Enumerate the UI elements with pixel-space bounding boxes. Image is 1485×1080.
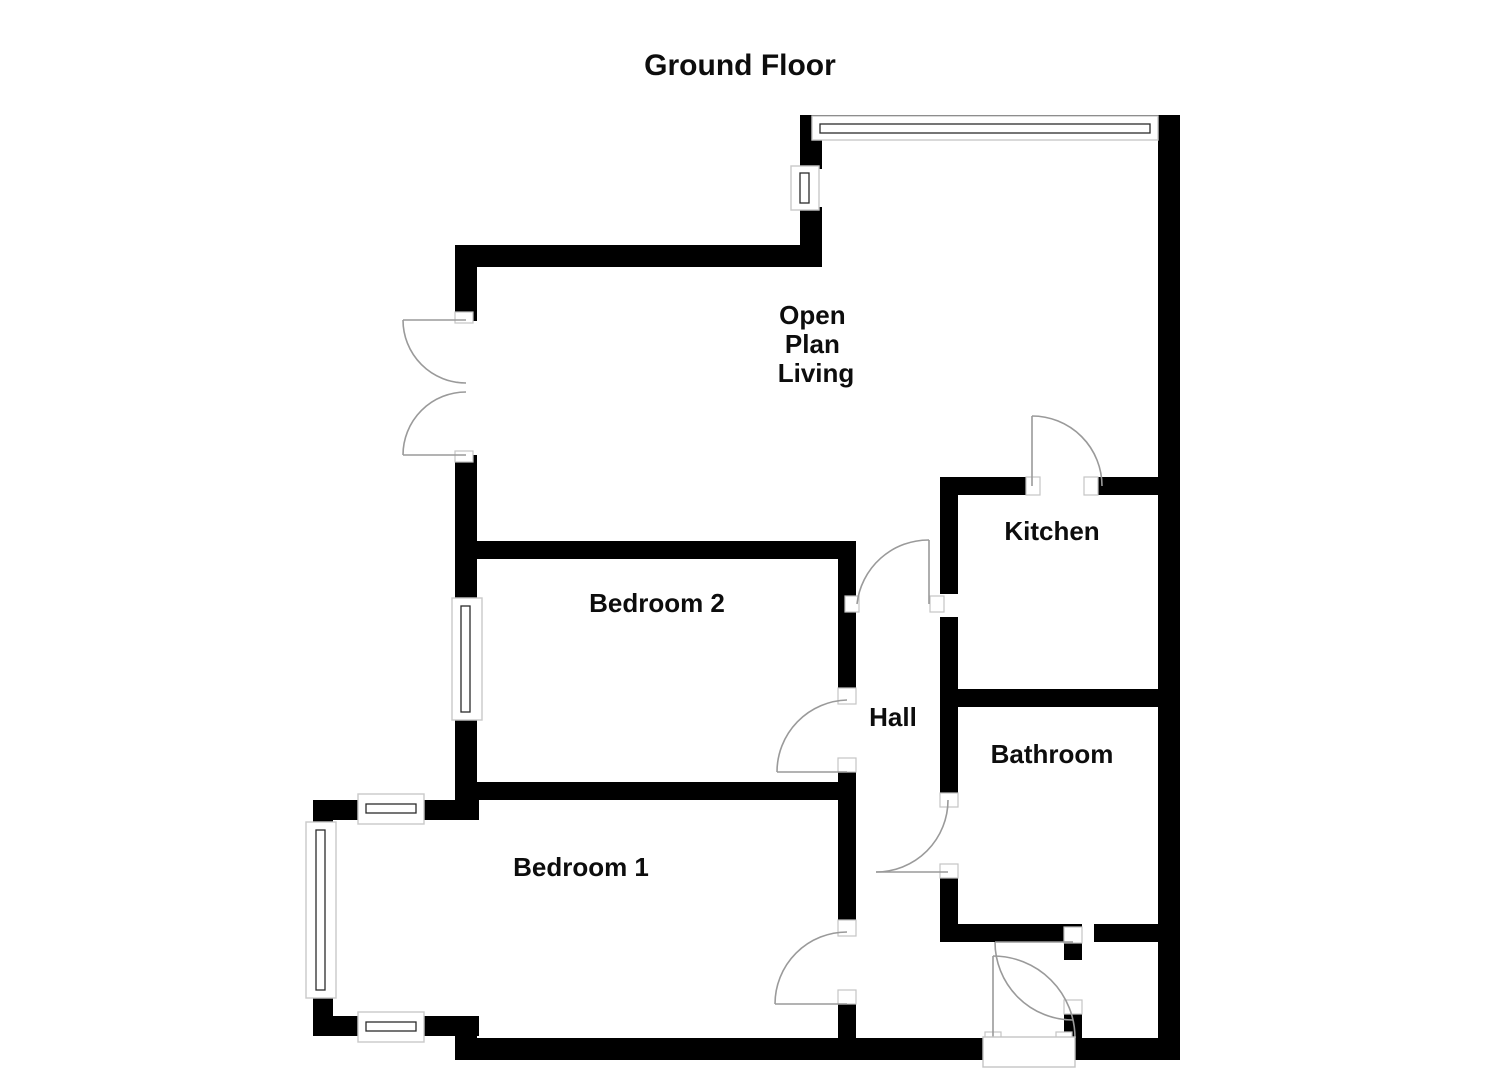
door-kitchen: [1025, 415, 1103, 496]
window-open-plan-top: [811, 115, 1159, 141]
wall-outer-left-wing-vert-mid: [455, 455, 477, 603]
door-bedroom-1: [774, 919, 857, 1005]
wall-kitchen-top-left: [940, 477, 1032, 495]
room-label-kitchen: Kitchen: [1004, 516, 1099, 546]
door-open-plan-french: [402, 311, 474, 463]
room-label-hall: Hall: [869, 702, 917, 732]
window-bedroom1-bottom: [357, 1011, 425, 1043]
wall-protrusion-bottom-left: [313, 1016, 361, 1036]
wall-outer-left-wing-vert-upper: [455, 245, 477, 321]
window-open-plan-left: [790, 165, 820, 211]
wall-outer-upper-left-b: [800, 207, 822, 247]
door-hall-upper: [844, 539, 945, 613]
wall-outer-left-wing-vert-lower: [455, 716, 477, 804]
room-label-line: Open: [779, 300, 845, 330]
window-bedroom1-top: [357, 793, 425, 825]
wall-kitchen-top-right: [1098, 477, 1160, 495]
wall-bedroom1-right-upper: [838, 800, 856, 922]
door-vestibule-side: [994, 926, 1083, 1021]
wall-bathroom-bottom-left: [940, 924, 1082, 942]
room-label-open-plan-living: Open Plan Living: [778, 300, 855, 388]
room-labels: Open Plan Living Kitchen Bedroom 2 Hall …: [513, 300, 1113, 882]
windows: [305, 115, 1159, 1043]
wall-bathroom-bottom-right: [1094, 924, 1160, 942]
wall-bedroom1-right-lower: [838, 998, 856, 1046]
room-label-line: Living: [778, 358, 855, 388]
wall-vestibule-stub: [1064, 942, 1082, 960]
door-entrance-front: [984, 955, 1076, 1047]
wall-bedroom2-right-upper: [838, 541, 856, 691]
room-label-bedroom-2: Bedroom 2: [589, 588, 725, 618]
wall-kitchen-bottom: [940, 689, 1160, 707]
room-label-bedroom-1: Bedroom 1: [513, 852, 649, 882]
wall-bedroom2-top: [477, 541, 856, 559]
inner-walls: [477, 477, 1160, 1046]
wall-outer-left-wing-top: [455, 245, 822, 267]
doors: [402, 311, 1103, 1068]
wall-protrusion-top-right: [422, 800, 479, 820]
window-bedroom2-left: [451, 597, 483, 721]
wall-bedroom1-top: [477, 782, 856, 800]
outer-walls: [313, 115, 1180, 1060]
wall-hall-divider-upper: [940, 477, 958, 594]
wall-outer-right: [1158, 115, 1180, 1060]
door-bedroom-2: [776, 687, 857, 773]
wall-protrusion-left-top: [313, 800, 333, 826]
door-bathroom: [875, 792, 959, 879]
entrance-threshold: [982, 1036, 1076, 1068]
page-title: Ground Floor: [644, 49, 836, 82]
room-label-line: Plan: [785, 329, 840, 359]
window-bedroom1-left: [305, 821, 337, 999]
room-label-bathroom: Bathroom: [991, 739, 1114, 769]
